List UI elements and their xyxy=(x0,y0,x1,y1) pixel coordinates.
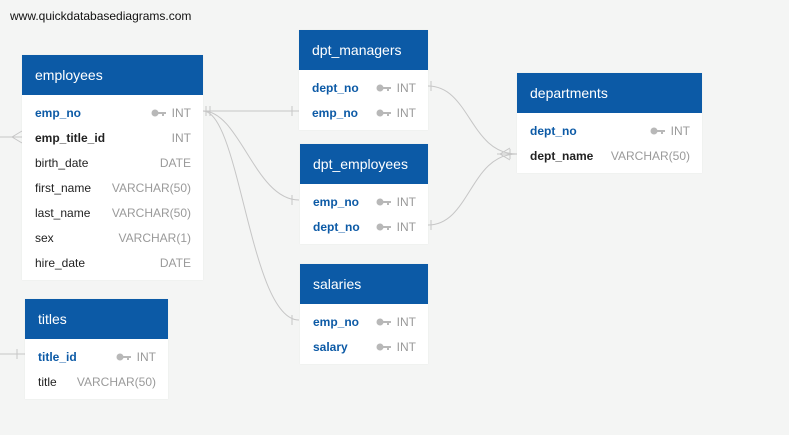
column-type: INT xyxy=(396,219,416,234)
column-type: DATE xyxy=(159,255,191,270)
table-header: departments xyxy=(517,73,702,113)
column-row[interactable]: emp_no INT xyxy=(299,100,428,125)
table-header: dpt_employees xyxy=(300,144,428,184)
column-name: dept_name xyxy=(530,148,594,163)
column-type: VARCHAR(50) xyxy=(111,205,191,220)
table-header: titles xyxy=(25,299,168,339)
column-name: title xyxy=(38,374,57,389)
table-header: employees xyxy=(22,55,203,95)
column-name: last_name xyxy=(35,205,91,220)
key-icon xyxy=(376,318,391,325)
column-type: INT xyxy=(396,314,416,329)
column-name: title_id xyxy=(38,349,77,364)
column-row[interactable]: dept_no INT xyxy=(517,118,702,143)
column-row[interactable]: last_name VARCHAR(50) xyxy=(22,200,203,225)
column-name: dept_no xyxy=(313,219,360,234)
table-header: salaries xyxy=(300,264,428,304)
column-name: birth_date xyxy=(35,155,89,170)
column-row[interactable]: emp_title_id INT xyxy=(22,125,203,150)
key-icon xyxy=(376,109,391,116)
column-row[interactable]: dept_no INT xyxy=(299,75,428,100)
column-type: INT xyxy=(396,339,416,354)
column-type: VARCHAR(50) xyxy=(111,180,191,195)
column-row[interactable]: sex VARCHAR(1) xyxy=(22,225,203,250)
column-row[interactable]: title VARCHAR(50) xyxy=(25,369,168,394)
key-icon xyxy=(376,343,391,350)
key-icon xyxy=(376,223,391,230)
column-name: emp_no xyxy=(312,105,359,120)
column-type: VARCHAR(50) xyxy=(610,148,690,163)
column-type: VARCHAR(1) xyxy=(118,230,191,245)
link-employees-salaries xyxy=(202,110,300,321)
column-name: sex xyxy=(35,230,54,245)
column-row[interactable]: title_id INT xyxy=(25,344,168,369)
link-dpt-managers-departments xyxy=(427,85,518,155)
column-name: emp_no xyxy=(313,194,360,209)
column-row[interactable]: birth_date DATE xyxy=(22,150,203,175)
table-employees[interactable]: employees emp_no INT emp_title_id INT bi… xyxy=(22,55,203,280)
watermark: www.quickdatabasediagrams.com xyxy=(10,9,192,23)
key-icon xyxy=(151,109,166,116)
table-dpt-managers[interactable]: dpt_managers dept_no INT emp_no INT xyxy=(299,30,428,130)
column-name: first_name xyxy=(35,180,92,195)
key-icon xyxy=(650,127,665,134)
column-row[interactable]: first_name VARCHAR(50) xyxy=(22,175,203,200)
key-icon xyxy=(116,353,131,360)
column-name: dept_no xyxy=(530,123,577,138)
column-type: INT xyxy=(670,123,690,138)
column-row[interactable]: hire_date DATE xyxy=(22,250,203,275)
column-row[interactable]: salary INT xyxy=(300,334,428,359)
column-type: INT xyxy=(171,130,191,145)
column-name: hire_date xyxy=(35,255,86,270)
table-header: dpt_managers xyxy=(299,30,428,70)
column-row[interactable]: emp_no INT xyxy=(300,189,428,214)
column-name: emp_no xyxy=(35,105,82,120)
table-departments[interactable]: departments dept_no INT dept_name VARCHA… xyxy=(517,73,702,173)
key-icon xyxy=(376,84,391,91)
column-name: emp_no xyxy=(313,314,360,329)
column-name: salary xyxy=(313,339,348,354)
column-row[interactable]: emp_no INT xyxy=(300,309,428,334)
column-type: INT xyxy=(396,105,416,120)
column-type: VARCHAR(50) xyxy=(76,374,156,389)
column-row[interactable]: dept_name VARCHAR(50) xyxy=(517,143,702,168)
column-row[interactable]: dept_no INT xyxy=(300,214,428,239)
key-icon xyxy=(376,198,391,205)
column-type: INT xyxy=(396,80,416,95)
column-type: DATE xyxy=(159,155,191,170)
column-name: dept_no xyxy=(312,80,359,95)
column-row[interactable]: emp_no INT xyxy=(22,100,203,125)
column-name: emp_title_id xyxy=(35,130,106,145)
table-dpt-employees[interactable]: dpt_employees emp_no INT dept_no INT xyxy=(300,144,428,244)
link-dpt-employees-departments xyxy=(427,153,518,226)
table-salaries[interactable]: salaries emp_no INT salary INT xyxy=(300,264,428,364)
column-type: INT xyxy=(171,105,191,120)
link-employees-dpt-employees xyxy=(202,110,300,201)
column-type: INT xyxy=(396,194,416,209)
table-titles[interactable]: titles title_id INT title VARCHAR(50) xyxy=(25,299,168,399)
column-type: INT xyxy=(136,349,156,364)
